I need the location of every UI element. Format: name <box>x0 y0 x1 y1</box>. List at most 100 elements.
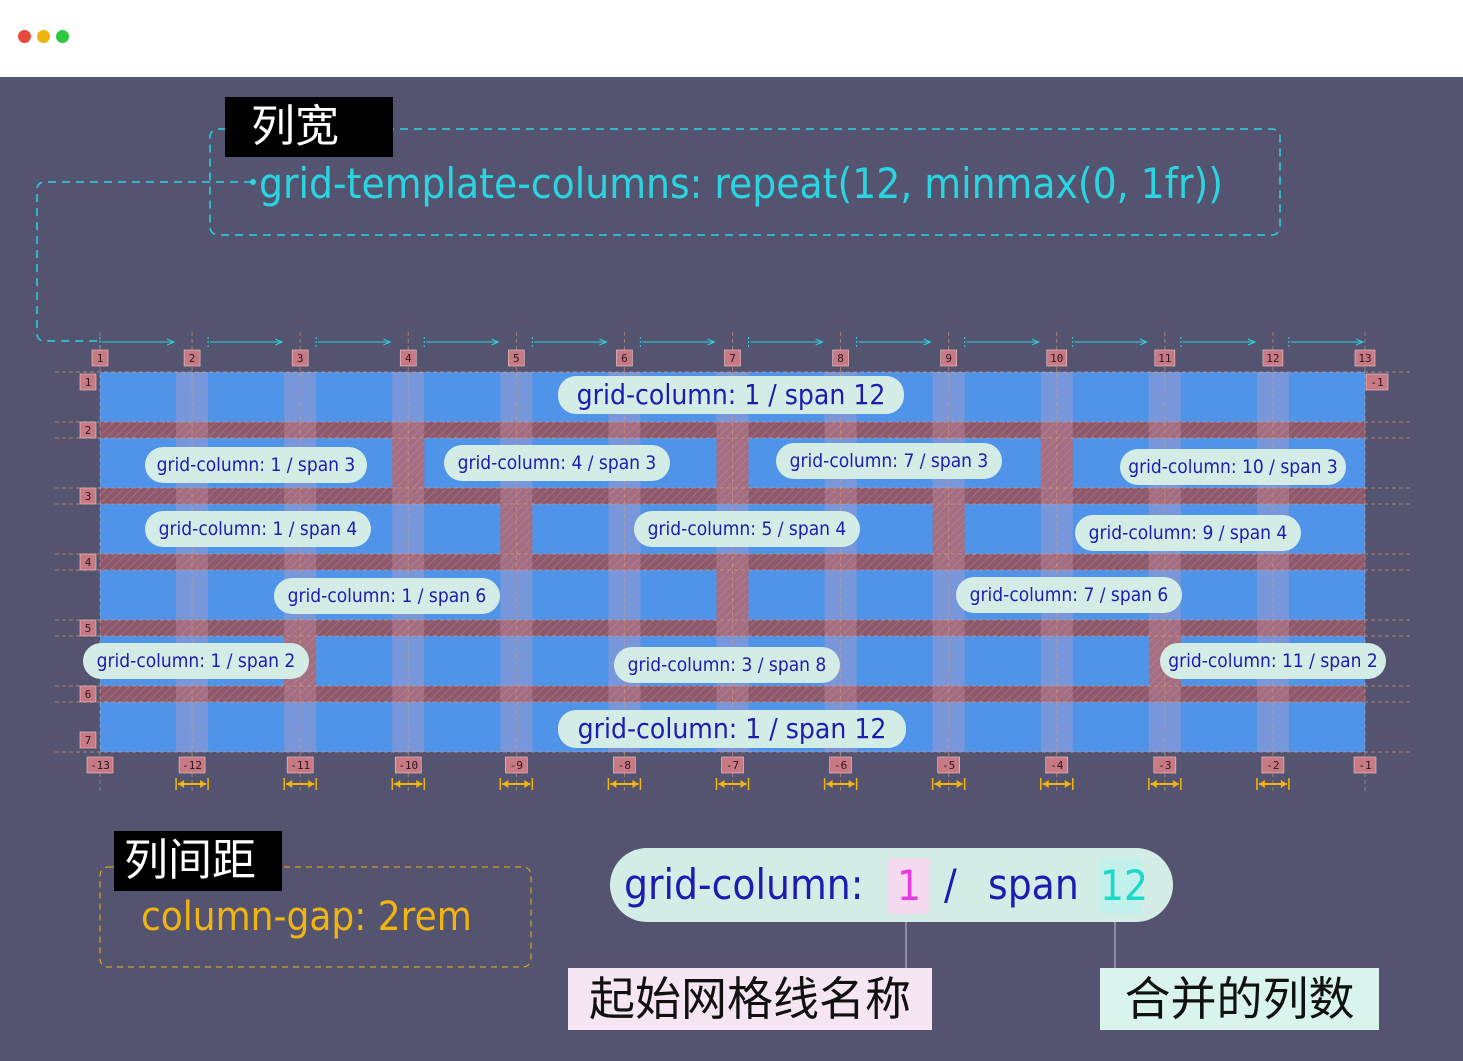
column-line-number: 1 <box>97 352 104 365</box>
close-window-button[interactable] <box>18 30 31 43</box>
negative-column-line-number-box <box>937 756 960 774</box>
negative-column-line-number: -5 <box>942 759 955 772</box>
column-line-number-box <box>399 349 417 367</box>
column-line-number-box <box>291 349 309 367</box>
row-line-number: 5 <box>85 622 92 635</box>
gap-arrowhead-left <box>1258 780 1265 788</box>
grid-gap-hatch <box>100 372 1365 752</box>
grid-item-pill: grid-column: 9 / span 4 <box>1075 515 1301 551</box>
row-line-number-box <box>79 685 97 703</box>
column-line-number: 3 <box>297 352 304 365</box>
column-gap-band <box>176 372 209 752</box>
column-line-number: 12 <box>1266 352 1279 365</box>
negative-column-line-number: -13 <box>90 759 110 772</box>
row-line-number-box <box>79 373 97 391</box>
window-titlebar <box>0 0 1463 77</box>
column-line-number-box <box>183 349 201 367</box>
column-line-number: 11 <box>1158 352 1171 365</box>
column-line-number: 5 <box>513 352 520 365</box>
column-width-connector <box>36 181 252 342</box>
gap-arrowhead-left <box>934 780 941 788</box>
negative-column-line-number-box <box>394 756 422 774</box>
negative-column-line-number: -7 <box>726 759 739 772</box>
column-gap-box <box>99 866 532 968</box>
column-line-number-box <box>1046 349 1068 367</box>
column-line-number-box <box>1354 349 1376 367</box>
gap-arrowhead-right <box>632 780 639 788</box>
row-line-number: 4 <box>85 556 92 569</box>
grid-item-pill: grid-column: 1 / span 12 <box>558 376 904 414</box>
column-gap-band <box>284 372 317 752</box>
maximize-window-button[interactable] <box>56 30 69 43</box>
negative-column-line-number-box <box>829 756 852 774</box>
row-line-number: 3 <box>85 490 92 503</box>
column-gap-tag: 列间距 <box>114 831 282 891</box>
negative-column-line-number: -4 <box>1050 759 1064 772</box>
gap-arrowhead-left <box>1042 780 1049 788</box>
column-line-number-box <box>724 349 741 367</box>
end-row-line-number: -1 <box>1370 376 1383 389</box>
start-line-value: 1 <box>888 858 930 914</box>
gap-arrowhead-right <box>200 780 207 788</box>
syntax-prefix: grid-column: <box>624 860 864 909</box>
negative-column-line-number-box <box>86 756 114 774</box>
column-line-number-box <box>1262 349 1284 367</box>
negative-column-line-number-box <box>505 756 528 774</box>
column-gap-band <box>500 372 533 752</box>
span-keyword: span <box>988 860 1079 909</box>
negative-column-line-number: -3 <box>1158 759 1171 772</box>
gap-arrowhead-left <box>394 780 401 788</box>
negative-column-line-number-box <box>178 756 206 774</box>
column-line-number: 2 <box>189 352 196 365</box>
row-line-number: 6 <box>85 688 92 701</box>
grid-item-pill: grid-column: 1 / span 12 <box>558 710 906 748</box>
start-line-caption: 起始网格线名称 <box>568 968 932 1030</box>
grid-item-pill: grid-column: 1 / span 6 <box>274 578 500 614</box>
grid-item-pill: grid-column: 5 / span 4 <box>634 511 860 547</box>
row-line-number-box <box>79 731 97 749</box>
grid-item-pill: grid-column: 11 / span 2 <box>1160 643 1386 679</box>
gap-arrowhead-right <box>416 780 423 788</box>
minimize-window-button[interactable] <box>37 30 50 43</box>
gap-arrowhead-left <box>502 780 509 788</box>
gap-arrowhead-right <box>1064 780 1071 788</box>
negative-column-line-number-box <box>1353 756 1377 774</box>
gap-arrowhead-left <box>1150 780 1157 788</box>
row-line-number: 2 <box>85 424 92 437</box>
row-line-number: 1 <box>85 376 92 389</box>
span-count-caption: 合并的列数 <box>1100 968 1379 1030</box>
negative-column-line-number: -12 <box>182 759 202 772</box>
column-line-number: 6 <box>621 352 628 365</box>
negative-column-line-number: -6 <box>834 759 847 772</box>
gap-arrowhead-left <box>718 780 725 788</box>
gap-arrowhead-right <box>848 780 855 788</box>
gap-arrowhead-left <box>610 780 617 788</box>
column-line-number-box <box>832 349 849 367</box>
grid-template-columns-code: grid-template-columns: repeat(12, minmax… <box>259 159 1223 208</box>
column-line-number-box <box>508 349 525 367</box>
row-line-number-box <box>79 619 97 637</box>
negative-column-line-number: -10 <box>398 759 418 772</box>
column-line-number: 7 <box>729 352 736 365</box>
span-count-value: 12 <box>1100 858 1148 914</box>
negative-column-line-number: -9 <box>510 759 523 772</box>
column-gap-band <box>1148 372 1181 752</box>
negative-column-line-number-box <box>1261 756 1285 774</box>
gap-arrowhead-right <box>740 780 747 788</box>
grid-item-pill: grid-column: 7 / span 3 <box>776 443 1002 479</box>
column-line-number-box <box>616 349 633 367</box>
grid-item-pill: grid-column: 1 / span 2 <box>83 643 309 679</box>
column-gap-band <box>716 372 749 752</box>
negative-column-line-number: -1 <box>1358 759 1371 772</box>
grid-item-pill: grid-column: 1 / span 4 <box>145 511 371 547</box>
column-gap-band <box>392 372 425 752</box>
column-line-number: 10 <box>1050 352 1063 365</box>
syntax-pill: grid-column: 1 / span 12 <box>610 848 1173 922</box>
row-line-number-box <box>79 553 97 571</box>
grid-item-pill: grid-column: 3 / span 8 <box>614 647 840 683</box>
gap-arrowhead-right <box>1280 780 1287 788</box>
connector-dot <box>250 179 256 185</box>
row-line-number: 7 <box>85 734 92 747</box>
gap-arrowhead-right <box>1172 780 1179 788</box>
gap-arrowhead-right <box>956 780 963 788</box>
